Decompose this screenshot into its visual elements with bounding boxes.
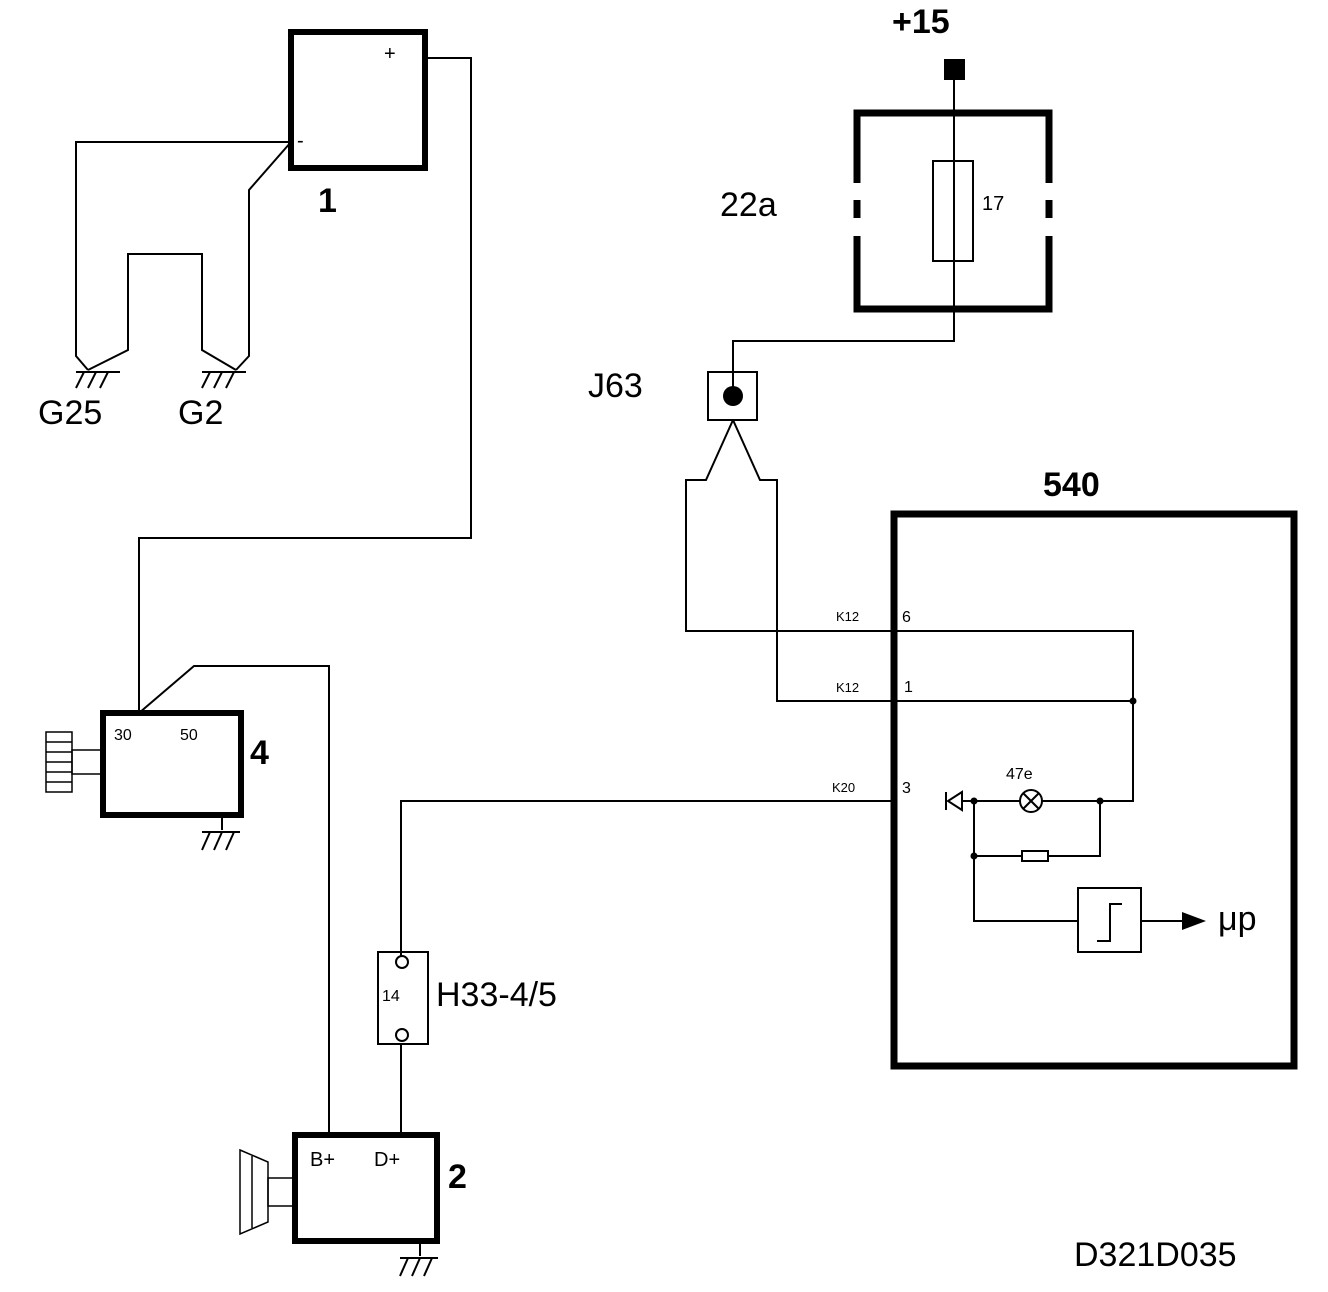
fuse-box-label: 22a (720, 186, 777, 224)
ground-g25: G25 (38, 371, 120, 432)
k20-wire (400, 800, 894, 956)
alternator-pulley-icon (239, 1148, 269, 1236)
j63-label: J63 (588, 367, 643, 405)
ecu-540: 540 K12 6 K12 1 K20 3 47e (832, 466, 1298, 1070)
alt-bplus-label: B+ (310, 1149, 335, 1171)
alternator-label: 2 (448, 1158, 467, 1196)
pin-k12-b-label: K12 (836, 680, 859, 695)
ground-g2-label: G2 (178, 394, 223, 432)
connector-j63: J63 (588, 367, 758, 421)
supply-15: +15 (892, 3, 965, 80)
lamp-47e-icon (1019, 789, 1043, 813)
pin-k12-a-label: K12 (836, 609, 859, 624)
arrow-icon (1182, 912, 1206, 930)
ecu-label: 540 (1043, 466, 1100, 504)
drawing-code: D321D035 (1074, 1236, 1237, 1274)
pin-3-label: 3 (902, 780, 911, 797)
starter-to-alt-bplus-wire (138, 665, 330, 1135)
battery-ground-wiring (75, 141, 292, 371)
pin-6-label: 6 (902, 609, 911, 626)
starter-t50-label: 50 (180, 727, 198, 744)
fuse-number-label: 17 (982, 193, 1004, 215)
fuse-box-22a: 22a 17 (720, 109, 1053, 313)
lamp-label: 47e (1006, 766, 1033, 783)
k12-pin1-wire (732, 419, 1133, 702)
battery: + - 1 (288, 29, 428, 220)
k12-pin6-wire (685, 419, 1134, 802)
battery-plus-label: + (384, 43, 396, 65)
battery-minus-label: - (297, 130, 304, 152)
supply-wire (732, 80, 955, 390)
supply-label: +15 (892, 3, 950, 41)
starter-t30-label: 30 (114, 727, 132, 744)
starter: 30 50 4 (45, 710, 269, 851)
h33-label: H33-4/5 (436, 976, 557, 1014)
resistor-icon (1021, 850, 1049, 862)
ground-g25-label: G25 (38, 394, 102, 432)
starter-label: 4 (250, 734, 269, 772)
battery-label: 1 (318, 182, 337, 220)
micro-label: μp (1218, 900, 1257, 938)
h33-pin-label: 14 (382, 988, 400, 1005)
ground-g2: G2 (178, 371, 246, 432)
pin-k20-label: K20 (832, 780, 855, 795)
connector-h33: 14 H33-4/5 (377, 951, 557, 1045)
battery-plus-wire (138, 57, 472, 713)
diode-icon (945, 790, 963, 812)
alternator: B+ D+ 2 (239, 1132, 467, 1277)
pin-1-label: 1 (904, 679, 913, 696)
supply-terminal-icon (944, 59, 965, 80)
alt-dplus-label: D+ (374, 1149, 400, 1171)
